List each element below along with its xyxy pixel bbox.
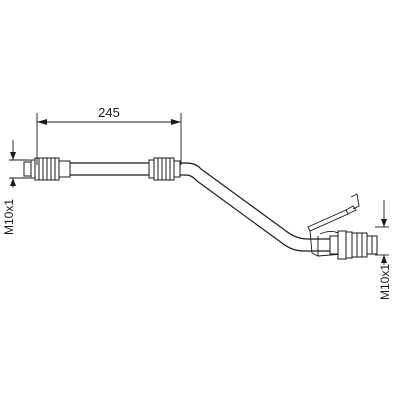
length-dimension: 245 bbox=[36, 105, 182, 165]
hose-body bbox=[69, 162, 331, 252]
left-thread-callout: M10x1 bbox=[2, 140, 30, 235]
length-dimension-label: 245 bbox=[98, 105, 120, 120]
left-fitting bbox=[23, 157, 71, 181]
right-thread-callout: M10x1 bbox=[375, 200, 392, 300]
mounting-bracket bbox=[307, 193, 360, 257]
left-thread-label: M10x1 bbox=[2, 199, 16, 235]
middle-ferrule bbox=[148, 157, 181, 181]
right-thread-label: M10x1 bbox=[378, 264, 392, 300]
right-fitting bbox=[329, 230, 378, 260]
